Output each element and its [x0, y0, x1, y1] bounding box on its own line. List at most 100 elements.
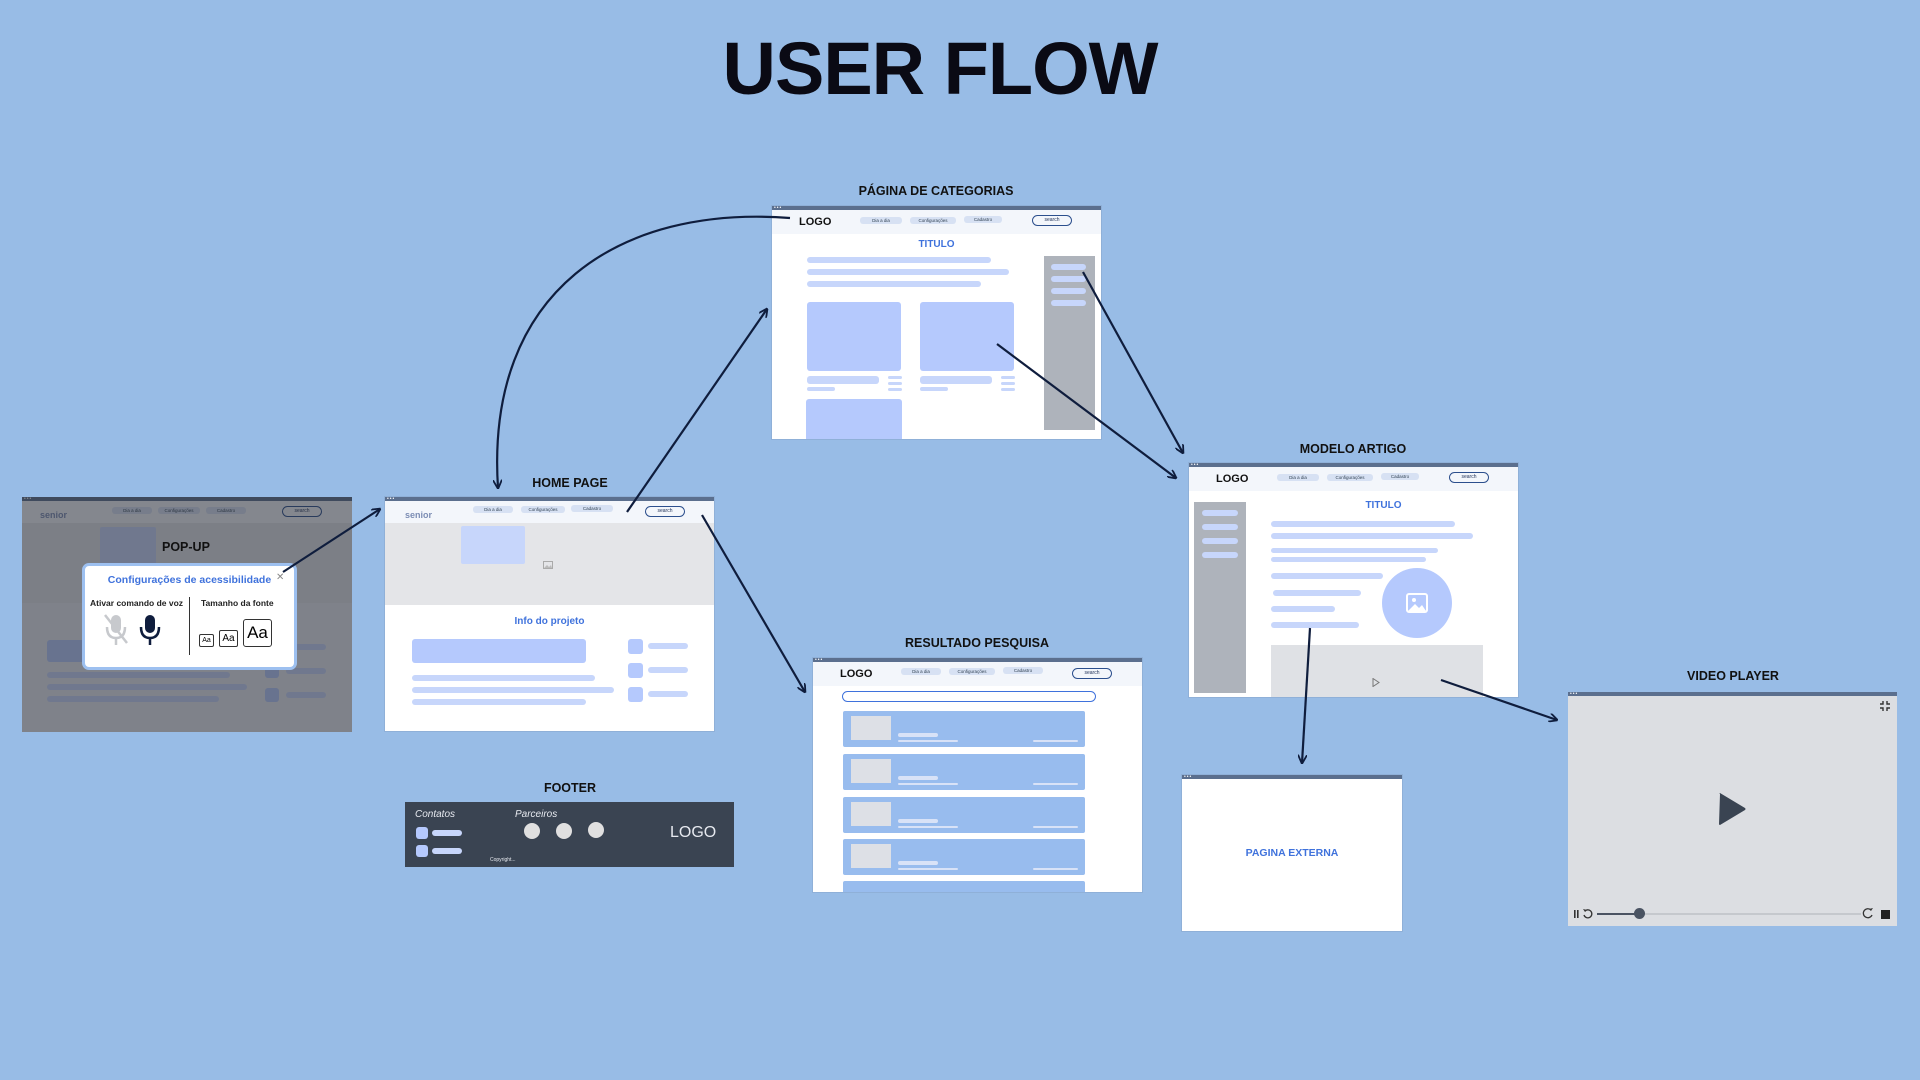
- search-field[interactable]: search: [1032, 215, 1072, 226]
- list-icon: [628, 639, 643, 654]
- footer-frame: Contatos Parceiros LOGO Copyright...: [405, 802, 734, 867]
- arrow-categorias-to-modelo-1: [1082, 271, 1183, 453]
- label-resultado: RESULTADO PESQUISA: [905, 636, 1049, 650]
- nav-logo: LOGO: [799, 216, 832, 228]
- text-line: [807, 376, 879, 384]
- sidebar-item[interactable]: [1202, 524, 1238, 530]
- banner-box: [412, 639, 586, 663]
- sidebar-item[interactable]: [1051, 264, 1086, 270]
- font-small-button[interactable]: Aa: [199, 634, 214, 647]
- text-line: [412, 675, 595, 681]
- text-line: [1001, 376, 1015, 379]
- categorias-frame: ••• LOGO Dia a dia Configurações Cadastr…: [772, 206, 1101, 439]
- externa-frame: ••• PAGINA EXTERNA: [1182, 775, 1402, 931]
- list-icon: [628, 687, 643, 702]
- search-field[interactable]: search: [1072, 668, 1112, 679]
- arrow-categorias-to-home: [497, 215, 791, 488]
- nav-item-cadastro[interactable]: Cadastro: [1003, 667, 1043, 674]
- footer-copyright: Copyright...: [490, 857, 516, 863]
- footer-contatos: Contatos: [415, 809, 456, 820]
- text-line: [1271, 533, 1473, 539]
- arrow-home-to-resultado: [701, 514, 805, 692]
- text-line: [1001, 388, 1015, 391]
- text-line: [648, 643, 688, 649]
- progress-track[interactable]: [1597, 913, 1861, 915]
- category-card[interactable]: [920, 302, 1014, 371]
- nav-item-dia[interactable]: Dia a dia: [860, 217, 902, 224]
- sidebar-item[interactable]: [1202, 552, 1238, 558]
- text-line: [807, 387, 835, 391]
- text-line: [1271, 622, 1359, 628]
- category-card[interactable]: [807, 302, 901, 371]
- result-item[interactable]: [843, 881, 1085, 892]
- mic-off-icon[interactable]: [103, 613, 129, 649]
- font-medium-button[interactable]: Aa: [219, 630, 238, 647]
- pause-icon[interactable]: [1573, 909, 1589, 920]
- result-item[interactable]: [843, 711, 1085, 747]
- nav-item-dia[interactable]: Dia a dia: [473, 506, 513, 513]
- progress-handle[interactable]: [1634, 908, 1646, 919]
- sidebar-item[interactable]: [1202, 510, 1238, 516]
- video-player-frame: •••: [1568, 692, 1897, 926]
- sidebar-item[interactable]: [1051, 288, 1086, 294]
- result-item[interactable]: [843, 797, 1085, 833]
- sidebar-item[interactable]: [1202, 538, 1238, 544]
- font-large-button[interactable]: Aa: [243, 619, 272, 647]
- modelo-frame: ••• LOGO Dia a dia Configurações Cadastr…: [1189, 463, 1518, 697]
- externa-label: PAGINA EXTERNA: [1245, 847, 1339, 859]
- nav-item-dia[interactable]: Dia a dia: [901, 668, 941, 675]
- resultado-frame: ••• LOGO Dia a dia Configurações Cadastr…: [813, 658, 1142, 892]
- close-icon[interactable]: ✕: [276, 572, 285, 583]
- contact-icon[interactable]: [416, 845, 428, 857]
- nav-item-cadastro[interactable]: Cadastro: [964, 216, 1002, 223]
- image-icon: [543, 561, 553, 569]
- voice-label: Ativar comando de voz: [90, 598, 184, 608]
- arrow-modelo-to-video: [1440, 678, 1557, 720]
- result-item[interactable]: [843, 839, 1085, 875]
- label-home: HOME PAGE: [532, 476, 608, 490]
- mic-icon[interactable]: [137, 613, 163, 649]
- category-card[interactable]: [806, 399, 902, 439]
- image-icon: [1406, 593, 1428, 613]
- nav-item-config[interactable]: Configurações: [949, 668, 995, 675]
- nav-item-config[interactable]: Configurações: [521, 506, 565, 513]
- search-field[interactable]: search: [645, 506, 685, 517]
- article-image: [1382, 568, 1452, 638]
- partner-logo[interactable]: [524, 823, 540, 839]
- page-title: USER FLOW: [722, 27, 1159, 110]
- text-line: [412, 699, 586, 705]
- nav-item-config[interactable]: Configurações: [910, 217, 956, 224]
- text-line: [1271, 548, 1438, 553]
- play-icon[interactable]: [1717, 792, 1747, 826]
- contact-icon[interactable]: [416, 827, 428, 839]
- rewind-icon[interactable]: [1582, 908, 1594, 920]
- partner-logo[interactable]: [588, 822, 604, 838]
- label-footer: FOOTER: [543, 781, 597, 795]
- play-icon[interactable]: [1372, 678, 1380, 687]
- footer-logo: LOGO: [670, 824, 717, 841]
- categorias-heading: TITULO: [918, 239, 955, 250]
- search-field[interactable]: search: [1449, 472, 1489, 483]
- stop-icon[interactable]: [1881, 910, 1890, 919]
- result-item[interactable]: [843, 754, 1085, 790]
- home-section-title: Info do projeto: [514, 616, 585, 627]
- nav-logo: LOGO: [1216, 473, 1249, 485]
- text-line: [432, 830, 462, 836]
- text-line: [807, 257, 991, 263]
- search-results-input[interactable]: [842, 691, 1096, 702]
- partner-logo[interactable]: [556, 823, 572, 839]
- nav-item-dia[interactable]: Dia a dia: [1277, 474, 1319, 481]
- nav-item-cadastro[interactable]: Cadastro: [571, 505, 613, 512]
- text-line: [648, 691, 688, 697]
- nav-logo: LOGO: [840, 668, 873, 680]
- label-video: VIDEO PLAYER: [1687, 669, 1779, 683]
- forward-icon[interactable]: [1861, 907, 1874, 920]
- text-line: [920, 376, 992, 384]
- nav-item-config[interactable]: Configurações: [1327, 474, 1373, 481]
- sidebar-item[interactable]: [1051, 276, 1086, 282]
- nav-item-cadastro[interactable]: Cadastro: [1381, 473, 1419, 480]
- text-line: [1273, 590, 1361, 596]
- sidebar: [1194, 502, 1246, 693]
- minimize-icon[interactable]: [1879, 700, 1891, 712]
- sidebar-item[interactable]: [1051, 300, 1086, 306]
